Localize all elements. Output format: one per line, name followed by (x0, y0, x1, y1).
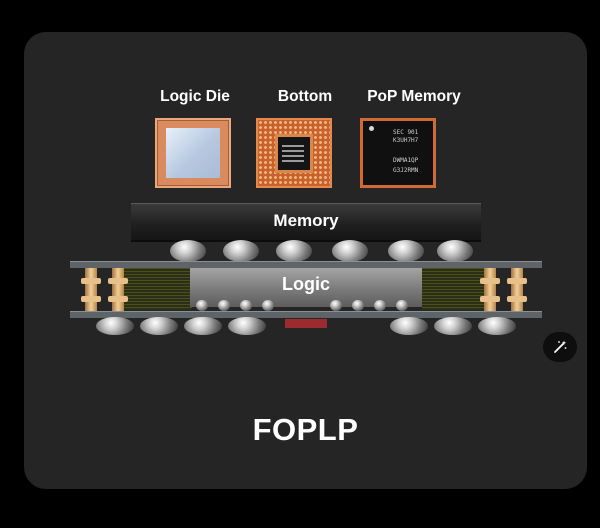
solder-ball (96, 317, 134, 335)
enhance-button[interactable] (543, 332, 577, 362)
solder-ball (437, 240, 473, 262)
pop-marking-line-1: SEC 901 (393, 129, 419, 136)
copper-pillar (108, 268, 128, 311)
solder-ball (262, 300, 274, 311)
solder-ball (388, 240, 424, 262)
magic-wand-icon (554, 340, 567, 353)
memory-layer-label: Memory (273, 211, 339, 230)
logic-die-chip (155, 118, 231, 188)
solder-ball (218, 300, 230, 311)
upper-substrate (70, 261, 542, 268)
solder-ball (240, 300, 252, 311)
solder-ball (478, 317, 516, 335)
solder-ball (184, 317, 222, 335)
bottom-label: Bottom (277, 88, 333, 105)
pop-marking-line-3: DWMA1QP (393, 157, 419, 164)
solder-ball (434, 317, 472, 335)
pop-marking-line-4: G3J2RMN (393, 167, 419, 174)
logic-die-label: Logic Die (160, 88, 230, 105)
solder-ball (228, 317, 266, 335)
solder-ball (330, 300, 342, 311)
solder-ball (276, 240, 312, 262)
lower-substrate (70, 311, 542, 318)
copper-pillar (480, 268, 500, 311)
copper-pillar (507, 268, 527, 311)
bottom-package-chip (256, 118, 332, 188)
solder-ball (374, 300, 386, 311)
solder-ball (223, 240, 259, 262)
solder-ball (170, 240, 206, 262)
left-interconnect (124, 268, 192, 310)
diagram-card: Logic Die Bottom PoP Memory SEC 901 K3UH… (24, 32, 587, 489)
solder-ball (196, 300, 208, 311)
solder-ball (390, 317, 428, 335)
pop-memory-chip: SEC 901 K3UH7H7 DWMA1QP G3J2RMN (360, 118, 436, 188)
logic-layer-label: Logic (282, 274, 330, 294)
memory-layer: Memory (131, 203, 481, 240)
pop-memory-label: PoP Memory (367, 88, 461, 105)
pop-marking-line-2: K3UH7H7 (393, 137, 419, 144)
solder-ball (140, 317, 178, 335)
solder-ball (332, 240, 368, 262)
right-interconnect (422, 268, 490, 310)
copper-pillar (81, 268, 101, 311)
bottom-pad (285, 319, 327, 328)
solder-ball (352, 300, 364, 311)
solder-ball (396, 300, 408, 311)
diagram-title: FOPLP (252, 412, 359, 447)
